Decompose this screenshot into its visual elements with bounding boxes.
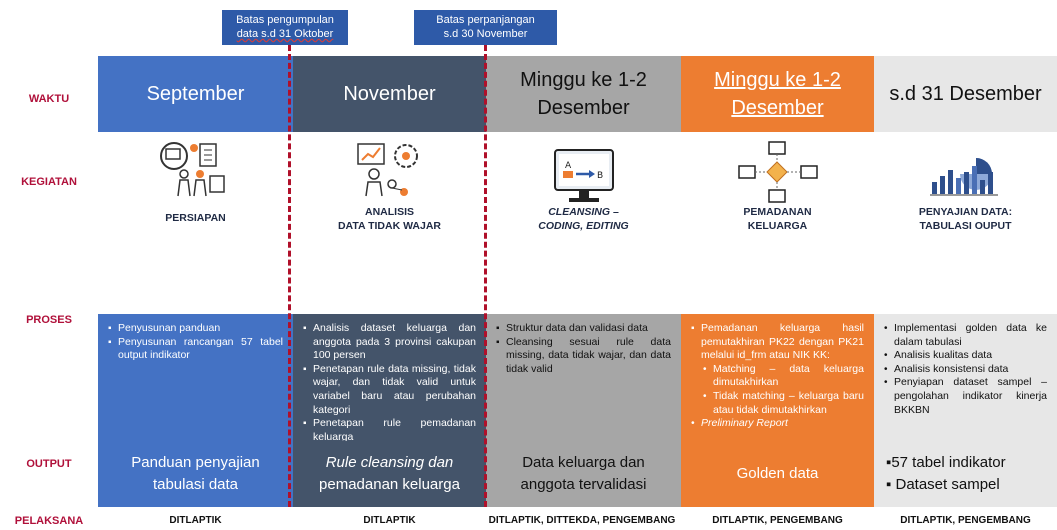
monitor-icon: A B	[553, 149, 614, 202]
proses-item: Cleansing sesuai rule data missing, data…	[496, 336, 671, 377]
output-text: Golden data	[736, 465, 819, 482]
waktu-cell: September	[98, 56, 293, 132]
kegiatan-label: CLEANSING –	[548, 206, 619, 218]
proses-item: Penyiapan dataset sampel – pengolahan in…	[884, 376, 1047, 417]
callout-line: data s.d 31 Oktober	[236, 28, 334, 40]
pelaksana-november: DITLAPTIK	[363, 515, 416, 526]
proses-item: Implementasi golden data ke dalam tabula…	[884, 322, 1047, 349]
proses-item: Preliminary Report	[691, 417, 864, 431]
network-icon	[737, 141, 818, 203]
column-desember-pemadanan: Minggu ke 1-2 Desember PEMADANAN KELUARG…	[681, 56, 874, 507]
meeting-icon	[159, 142, 225, 197]
kegiatan-label: CODING, EDITING	[538, 220, 629, 232]
analysis-icon	[356, 143, 418, 197]
callout-line: Batas pengumpulan	[236, 14, 334, 26]
proses-item: Penyusunan rancangan 57 tabel output ind…	[108, 336, 283, 363]
output-text: Rule cleansing dan	[325, 454, 454, 471]
kegiatan-label: TABULASI OUPUT	[919, 220, 1012, 232]
deadline-line-oktober	[288, 45, 291, 507]
kegiatan-cell: PENYAJIAN DATA: TABULASI OUPUT	[874, 132, 1057, 314]
proses-list: Pemadanan keluarga hasil pemutakhiran PK…	[691, 322, 864, 431]
column-september: September PERSIAPAN Penyusunan panduan P…	[98, 56, 293, 507]
output-text: 57 tabel indikator	[891, 454, 1006, 471]
output-cell: Data keluarga dan anggota tervalidasi	[486, 441, 681, 507]
proses-item: Struktur data dan validasi data	[496, 322, 671, 336]
kegiatan-label: DATA TIDAK WAJAR	[337, 220, 442, 232]
kegiatan-cell: PEMADANAN KELUARGA	[681, 132, 874, 314]
kegiatan-cell: PERSIAPAN	[98, 132, 293, 314]
row-label-proses: PROSES	[26, 314, 72, 326]
pelaksana-september: DITLAPTIK	[169, 515, 222, 526]
output-text: Panduan penyajian	[131, 454, 260, 471]
svg-text:B: B	[597, 171, 603, 181]
proses-subitem: Matching – data keluarga dimutakhirkan	[691, 363, 864, 390]
waktu-text: s.d 31 Desember	[889, 83, 1042, 105]
pelaksana-desember-cleansing: DITLAPTIK, DITTEKDA, PENGEMBANG	[488, 515, 676, 526]
kegiatan-cell: ANALISIS DATA TIDAK WAJAR	[293, 132, 486, 314]
kegiatan-label: ANALISIS	[364, 206, 414, 218]
callout-line: s.d 30 November	[443, 28, 528, 40]
proses-list: Implementasi golden data ke dalam tabula…	[884, 322, 1047, 417]
row-label-waktu: WAKTU	[28, 93, 70, 105]
output-item: ▪57 tabel indikator	[886, 454, 1006, 471]
row-label-pelaksana: PELAKSANA	[14, 515, 84, 527]
output-cell: Rule cleansing dan pemadanan keluarga	[293, 441, 486, 507]
proses-item: Analisis kualitas data	[884, 349, 1047, 363]
callout-deadline-extension: Batas perpanjangan s.d 30 November	[414, 10, 557, 45]
kegiatan-label: KELUARGA	[747, 220, 808, 232]
column-desember-cleansing: Minggu ke 1-2 Desember A B CLEANSING – C…	[486, 56, 681, 507]
output-cell: ▪57 tabel indikator ▪ Dataset sampel	[874, 441, 1057, 507]
waktu-cell: Minggu ke 1-2 Desember	[486, 56, 681, 132]
waktu-cell: November	[293, 56, 486, 132]
output-cell: Panduan penyajian tabulasi data	[98, 441, 293, 507]
waktu-text: Minggu ke 1-2	[714, 69, 841, 91]
kegiatan-label: PERSIAPAN	[165, 212, 226, 224]
proses-item: Penetapan rule data missing, tidak wajar…	[303, 363, 476, 417]
row-label-kegiatan: KEGIATAN	[21, 176, 77, 188]
row-label-output: OUTPUT	[26, 458, 72, 470]
pelaksana-desember-pemadanan: DITLAPTIK, PENGEMBANG	[712, 515, 843, 526]
output-text: Dataset sampel	[895, 476, 1000, 493]
proses-list: Penyusunan panduan Penyusunan rancangan …	[108, 322, 283, 363]
output-text: tabulasi data	[152, 476, 239, 493]
output-text: anggota tervalidasi	[520, 476, 647, 493]
bar-chart-icon	[929, 158, 998, 196]
column-november: November ANALISIS DATA TIDAK WAJAR Anali…	[293, 56, 486, 507]
waktu-text: September	[146, 83, 245, 105]
kegiatan-label: PEMADANAN	[743, 206, 812, 218]
proses-item: Pemadanan keluarga hasil pemutakhiran PK…	[691, 322, 864, 363]
output-text: Data keluarga dan	[522, 454, 645, 471]
proses-item: Penetapan rule pemadanan keluarga	[303, 417, 476, 444]
pelaksana-akhir-desember: DITLAPTIK, PENGEMBANG	[900, 515, 1031, 526]
kegiatan-label: PENYAJIAN DATA:	[918, 206, 1013, 218]
proses-item: Analisis dataset keluarga dan anggota pa…	[303, 322, 476, 363]
waktu-text: November	[343, 83, 436, 105]
callout-line: Batas perpanjangan	[436, 14, 535, 26]
waktu-text: Desember	[731, 97, 824, 119]
column-akhir-desember: s.d 31 Desember PENYAJIAN DATA: TABULASI…	[874, 56, 1057, 507]
output-item: ▪ Dataset sampel	[886, 476, 1000, 493]
output-text: pemadanan keluarga	[319, 476, 460, 493]
waktu-cell: Minggu ke 1-2 Desember	[681, 56, 874, 132]
waktu-text: Desember	[537, 97, 630, 119]
svg-text:A: A	[565, 161, 572, 171]
proses-item: Penyusunan panduan	[108, 322, 283, 336]
output-cell: Golden data	[681, 441, 874, 507]
kegiatan-cell: A B CLEANSING – CODING, EDITING	[486, 132, 681, 314]
deadline-line-november	[484, 45, 487, 507]
waktu-text: Minggu ke 1-2	[520, 69, 647, 91]
proses-item: Analisis konsistensi data	[884, 363, 1047, 377]
waktu-cell: s.d 31 Desember	[874, 56, 1057, 132]
proses-list: Analisis dataset keluarga dan anggota pa…	[303, 322, 476, 444]
proses-subitem: Tidak matching – keluarga baru atau tida…	[691, 390, 864, 417]
callout-deadline-collection: Batas pengumpulan data s.d 31 Oktober	[222, 10, 348, 45]
proses-list: Struktur data dan validasi data Cleansin…	[496, 322, 671, 376]
